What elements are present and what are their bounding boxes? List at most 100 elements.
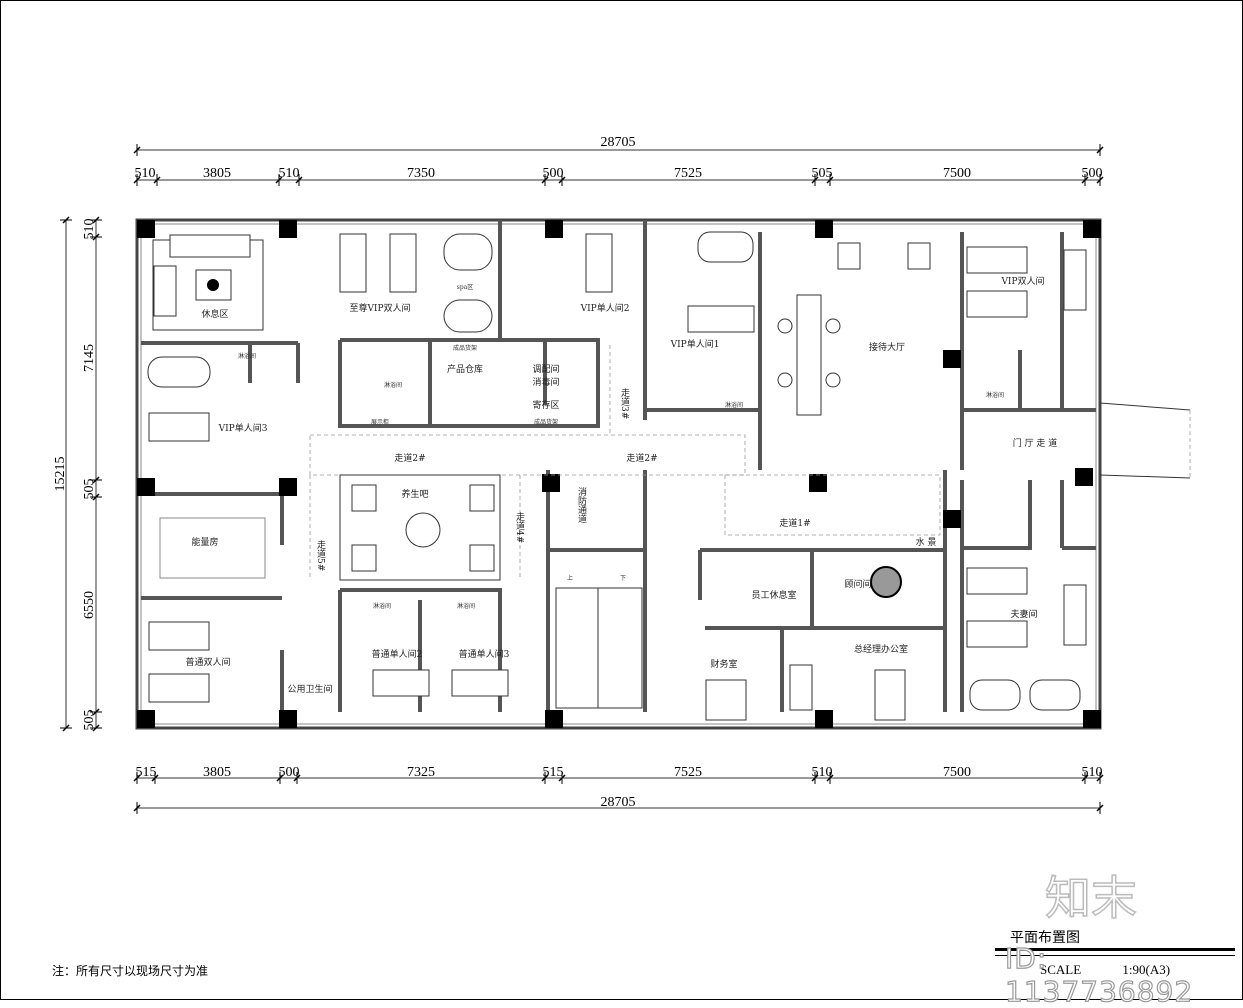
dimension-note: 注：所有尺寸以现场尺寸为准 xyxy=(52,964,209,978)
dim-bottom-seg: 7325 xyxy=(407,765,435,780)
plant-icon xyxy=(207,279,219,291)
label-display-shelf: 展示柜 xyxy=(371,418,389,426)
column xyxy=(137,710,155,728)
dimension-tick xyxy=(275,176,283,184)
label-vip-single-3: VIP单人间3 xyxy=(218,422,268,434)
exterior-walls xyxy=(135,218,1191,730)
label-disinfection-room: 消毒间 xyxy=(532,376,559,388)
staircase xyxy=(555,587,643,709)
label-shelf: 成品货架 xyxy=(534,418,558,426)
dimension-tick xyxy=(1081,176,1089,184)
dimension-tick xyxy=(92,216,100,224)
label-corridor-3: 走道3# xyxy=(619,388,630,419)
dimension-tick xyxy=(558,774,566,782)
massage-bed xyxy=(687,305,755,333)
column xyxy=(279,478,297,496)
label-shelf: 成品货架 xyxy=(453,344,477,352)
column xyxy=(545,710,563,728)
sofa xyxy=(153,265,177,317)
column xyxy=(137,478,155,496)
column xyxy=(1075,468,1093,486)
dim-left-seg: 6550 xyxy=(82,591,97,619)
massage-bed xyxy=(585,233,613,293)
watermark-logo: 知末 xyxy=(1044,870,1138,926)
dim-top-seg: 7350 xyxy=(407,166,435,181)
sofa xyxy=(789,664,813,711)
label-vip-single-2: VIP单人间2 xyxy=(580,302,630,314)
column xyxy=(279,220,297,238)
dim-top-seg: 3805 xyxy=(203,166,231,181)
label-public-toilet: 公用卫生间 xyxy=(287,683,332,695)
column xyxy=(542,474,560,492)
massage-bed xyxy=(966,567,1028,595)
column xyxy=(943,350,961,368)
dimension-tick xyxy=(133,176,141,184)
sofa xyxy=(169,234,251,258)
structural-columns xyxy=(137,220,1101,728)
label-corridor-4: 走道4# xyxy=(514,512,525,543)
dimension-tick xyxy=(1096,774,1104,782)
dimension-tick xyxy=(1081,774,1089,782)
bathtub xyxy=(697,231,754,263)
title-underline xyxy=(995,948,1235,951)
dim-bottom-seg: 3805 xyxy=(203,765,231,780)
label-spa: spa区 xyxy=(457,284,474,291)
bathtub xyxy=(1029,679,1081,711)
bathtub xyxy=(443,233,493,271)
label-gm-office: 总经理办公室 xyxy=(854,643,908,655)
dimension-tick xyxy=(1096,176,1104,184)
dimension-tick xyxy=(153,176,161,184)
dim-bottom-seg: 515 xyxy=(543,765,564,780)
dim-top-seg: 7500 xyxy=(943,166,971,181)
corridor-guides xyxy=(309,345,941,580)
dimension-tick xyxy=(133,146,141,154)
label-vip-double: VIP双人间 xyxy=(1000,275,1044,287)
dimension-tick xyxy=(276,774,284,782)
dim-top-seg: 7525 xyxy=(674,166,702,181)
bathtub xyxy=(147,356,211,388)
left-dimensions: 15215 510 7145 505 6550 505 xyxy=(53,216,102,732)
label-shower: 淋浴间 xyxy=(725,401,743,409)
bottom-dimensions: 28705 515 3805 500 7325 515 7525 510 750… xyxy=(133,765,1104,814)
dimension-tick xyxy=(92,493,100,501)
massage-bed xyxy=(389,233,417,293)
label-corridor-2: 走道2# xyxy=(394,452,425,464)
label-mixing-room: 调配间 xyxy=(532,363,559,375)
column xyxy=(137,220,155,238)
title-underline-thin xyxy=(995,955,1235,956)
dim-top-seg: 510 xyxy=(279,166,300,181)
round-rug xyxy=(870,566,902,598)
scale-value: 1:90(A3) xyxy=(1122,962,1171,977)
column xyxy=(1083,220,1101,238)
dimension-tick xyxy=(558,176,566,184)
dimension-tick xyxy=(541,774,549,782)
massage-bed xyxy=(148,412,210,442)
label-stair-up: 上 xyxy=(567,574,573,582)
dim-bottom-seg: 515 xyxy=(136,765,157,780)
dimension-tick xyxy=(1096,146,1104,154)
dimension-tick xyxy=(92,724,100,732)
label-shower: 淋浴间 xyxy=(457,602,475,610)
column xyxy=(279,710,297,728)
dim-bottom-seg: 7525 xyxy=(674,765,702,780)
top-dimensions: 28705 510 3805 510 7350 500 7525 505 750… xyxy=(133,135,1104,186)
label-sauna-room: 能量房 xyxy=(191,536,218,548)
label-shower: 淋浴间 xyxy=(384,381,402,389)
label-lobby-corridor: 门 厅 走 道 xyxy=(1013,437,1058,449)
dim-left-seg: 7145 xyxy=(82,344,97,372)
dim-bottom-seg: 510 xyxy=(812,765,833,780)
dim-bottom-seg: 500 xyxy=(279,765,300,780)
dimension-tick xyxy=(826,176,834,184)
label-storage-area: 寄存区 xyxy=(532,399,559,411)
label-health-bar: 养生吧 xyxy=(401,488,428,500)
massage-bed xyxy=(966,620,1028,648)
dim-left-total: 15215 xyxy=(53,457,68,492)
massage-bed xyxy=(451,669,509,697)
label-supreme-vip-double: 至尊VIP双人间 xyxy=(349,302,410,314)
label-shower: 淋浴间 xyxy=(986,391,1004,399)
dimension-tick xyxy=(1096,804,1104,812)
label-vip-single-1: VIP单人间1 xyxy=(670,338,720,350)
column xyxy=(545,220,563,238)
dim-bottom-total: 28705 xyxy=(601,795,636,810)
